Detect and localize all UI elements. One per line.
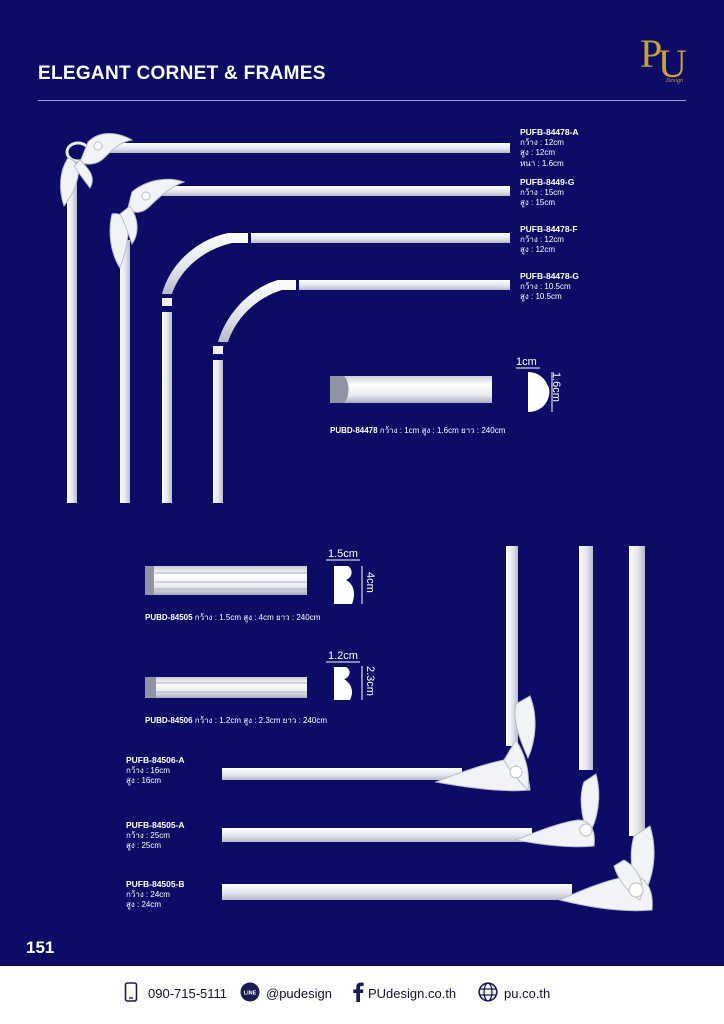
spec-row: สูง : 15cm bbox=[520, 198, 556, 207]
spec-row: สูง : 24cm bbox=[126, 900, 162, 909]
spec-code: PUFB-84506-A bbox=[126, 755, 185, 765]
dim-width-84506: 1.2cm bbox=[328, 650, 358, 662]
molding-label-84506: PUBD-84506 กว้าง : 1.2cm สูง : 2.3cm ยาว… bbox=[145, 714, 327, 727]
product-artwork bbox=[60, 133, 655, 912]
dim-width-84478: 1cm bbox=[516, 356, 537, 368]
ornament-8449-g bbox=[109, 178, 186, 270]
molding-desc: กว้าง : 1.5cm สูง : 4cm ยาว : 240cm bbox=[192, 613, 321, 622]
spec-row: กว้าง : 15cm bbox=[520, 187, 564, 197]
title-divider bbox=[38, 100, 686, 101]
frame-8449-g bbox=[109, 178, 510, 503]
ornament-84505-b bbox=[558, 825, 655, 912]
spec-row: สูง : 25cm bbox=[126, 841, 162, 850]
spec-84478-g: PUFB-84478-G กว้าง : 10.5cm สูง : 10.5cm bbox=[520, 271, 579, 303]
molding-84505 bbox=[145, 559, 363, 604]
phone-icon bbox=[124, 982, 138, 1002]
spec-84505-a: PUFB-84505-A กว้าง : 25cm สูง : 25cm bbox=[126, 820, 185, 852]
spec-code: PUFB-8449-G bbox=[520, 177, 575, 187]
molding-code: PUBD-84506 bbox=[145, 716, 193, 725]
spec-code: PUFB-84478-G bbox=[520, 271, 580, 281]
molding-84506 bbox=[145, 661, 363, 700]
spec-row: สูง : 10.5cm bbox=[520, 292, 562, 301]
spec-row: สูง : 12cm bbox=[520, 245, 556, 254]
spec-row: หนา : 1.6cm bbox=[520, 158, 564, 168]
globe-icon bbox=[478, 982, 498, 1002]
ornament-84506-a bbox=[434, 695, 536, 792]
spec-row: กว้าง : 10.5cm bbox=[520, 281, 571, 291]
line-badge-text: LINE bbox=[244, 991, 257, 997]
frame-84478-f bbox=[162, 233, 510, 503]
molding-desc: กว้าง : 1cm สูง : 1.6cm ยาว : 240cm bbox=[377, 426, 506, 435]
spec-row: กว้าง : 12cm bbox=[520, 137, 564, 147]
ornament-84478-a bbox=[60, 133, 134, 208]
logo-letter-p: P bbox=[640, 31, 663, 76]
spec-84505-b: PUFB-84505-B กว้าง : 24cm สูง : 24cm bbox=[126, 879, 185, 911]
navy-background: ELEGANT CORNET & FRAMES P U Design bbox=[0, 0, 724, 966]
spec-row: สูง : 12cm bbox=[520, 148, 556, 157]
brand-logo: P U Design bbox=[636, 30, 690, 88]
contact-footer: 090-715-5111 LINE @pudesign PUdesign.co.… bbox=[0, 966, 724, 1024]
molding-84478 bbox=[330, 367, 553, 412]
page-number: 151 bbox=[26, 938, 55, 957]
spec-row: กว้าง : 12cm bbox=[520, 234, 564, 244]
phone-link[interactable]: 090-715-5111 bbox=[148, 986, 228, 1001]
spec-84506-a: PUFB-84506-A กว้าง : 16cm สูง : 16cm bbox=[126, 755, 185, 787]
frame-84505-a bbox=[222, 546, 600, 848]
spec-row: กว้าง : 24cm bbox=[126, 889, 170, 899]
spec-code: PUFB-84478-A bbox=[520, 127, 579, 137]
spec-row: สูง : 16cm bbox=[126, 776, 162, 785]
facebook-link[interactable]: PUdesign.co.th bbox=[368, 986, 457, 1001]
spec-8449-g: PUFB-8449-G กว้าง : 15cm สูง : 15cm bbox=[520, 177, 574, 209]
web-link[interactable]: pu.co.th bbox=[504, 986, 551, 1001]
page-title: ELEGANT CORNET & FRAMES bbox=[38, 63, 326, 84]
molding-code: PUBD-84478 bbox=[330, 426, 378, 435]
dim-height-84506: 2.3cm bbox=[364, 666, 376, 696]
spec-code: PUFB-84505-B bbox=[126, 879, 185, 889]
molding-label-84505: PUBD-84505 กว้าง : 1.5cm สูง : 4cm ยาว :… bbox=[145, 611, 320, 624]
molding-code: PUBD-84505 bbox=[145, 613, 193, 622]
dim-width-84505: 1.5cm bbox=[328, 548, 358, 560]
spec-code: PUFB-84478-F bbox=[520, 224, 578, 234]
logo-subtitle: Design bbox=[666, 78, 683, 84]
frame-84478-g bbox=[213, 280, 510, 503]
spec-code: PUFB-84505-A bbox=[126, 820, 185, 830]
logo-letter-u: U bbox=[658, 41, 687, 86]
molding-label-84478: PUBD-84478 กว้าง : 1cm สูง : 1.6cm ยาว :… bbox=[330, 424, 505, 437]
facebook-icon bbox=[353, 982, 364, 1002]
spec-row: กว้าง : 25cm bbox=[126, 830, 170, 840]
spec-84478-f: PUFB-84478-F กว้าง : 12cm สูง : 12cm bbox=[520, 224, 578, 256]
spec-84478-a: PUFB-84478-A กว้าง : 12cm สูง : 12cm หนา… bbox=[520, 127, 579, 169]
line-icon: LINE bbox=[240, 982, 260, 1002]
spec-row: กว้าง : 16cm bbox=[126, 765, 170, 775]
line-link[interactable]: @pudesign bbox=[266, 986, 332, 1001]
ornament-84505-a bbox=[514, 773, 600, 848]
frame-84506-a bbox=[222, 546, 536, 792]
frame-84478-a bbox=[60, 133, 510, 503]
molding-desc: กว้าง : 1.2cm สูง : 2.3cm ยาว : 240cm bbox=[192, 716, 328, 725]
dim-height-84478: 1.6cm bbox=[550, 372, 562, 402]
dim-height-84505: 4cm bbox=[364, 572, 376, 593]
frame-84505-b bbox=[222, 546, 655, 912]
